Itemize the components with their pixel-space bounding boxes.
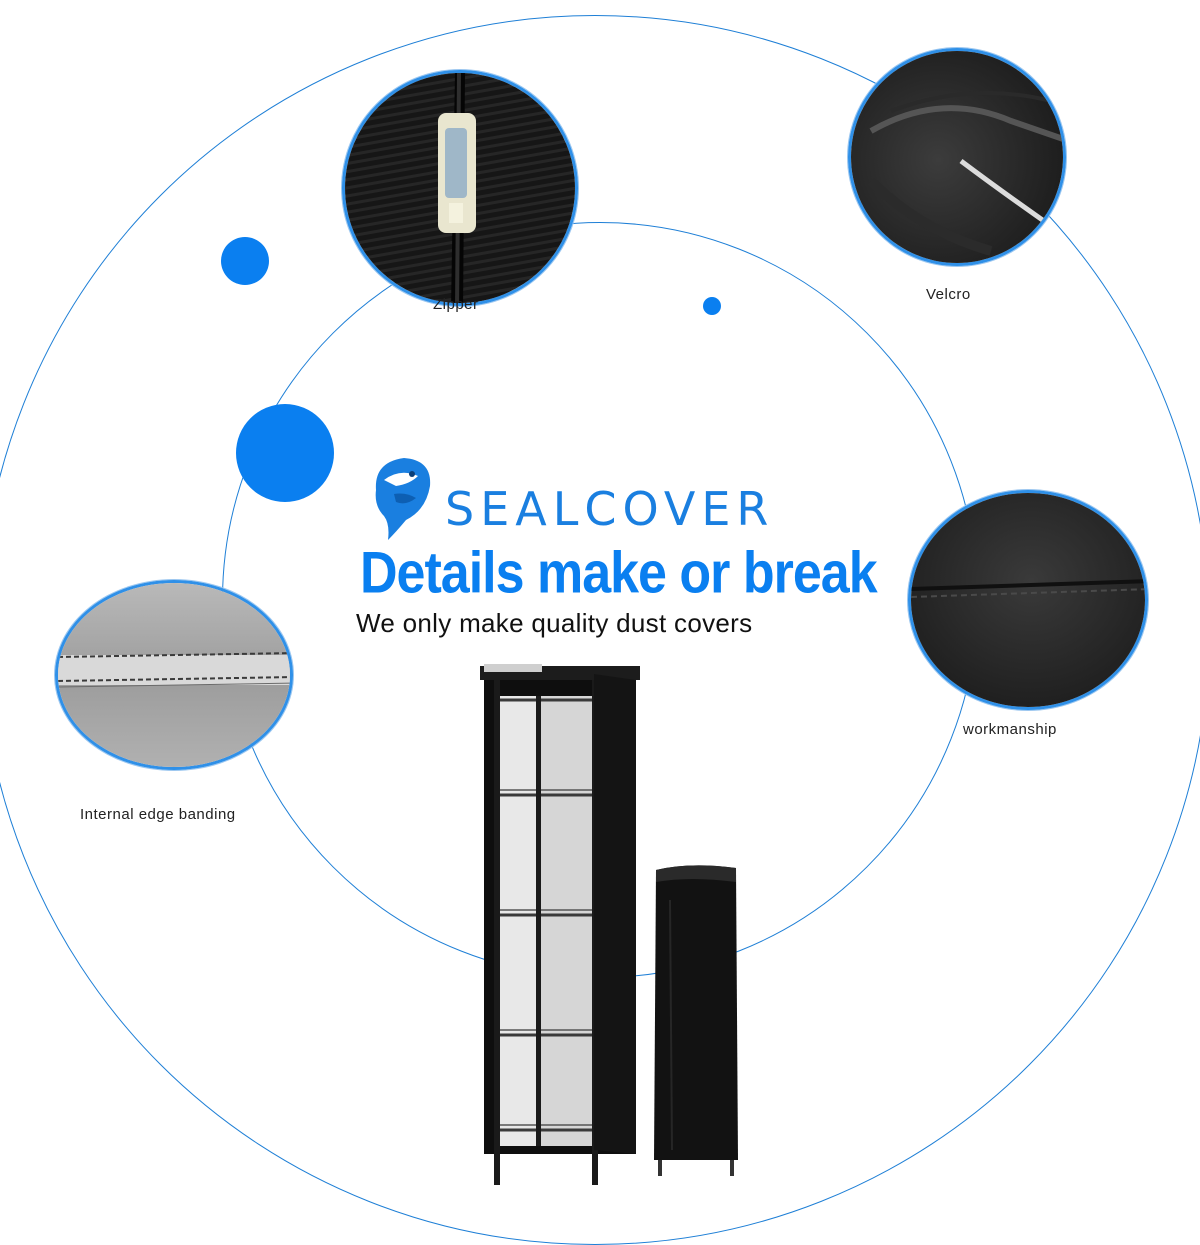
zipper-label: Zipper [433, 296, 479, 313]
medium-blue-dot [221, 237, 269, 285]
folded-dust-cover [650, 860, 742, 1178]
edge-banding-label: Internal edge banding [80, 806, 236, 823]
workmanship-label: workmanship [963, 721, 1057, 738]
zipper-detail-photo [342, 70, 578, 306]
velcro-label: Velcro [926, 286, 971, 303]
small-blue-dot [703, 297, 721, 315]
seal-logo-icon [366, 450, 438, 542]
large-blue-dot [236, 404, 334, 502]
covered-shelf-rack [480, 660, 640, 1185]
stitching-detail-photo [908, 490, 1148, 710]
velcro-detail-photo [848, 48, 1066, 266]
headline: Details make or break [360, 541, 878, 607]
tagline: We only make quality dust covers [356, 608, 753, 638]
edge-banding-detail-photo [55, 580, 293, 770]
brand-name: SEALCOVER [445, 482, 775, 536]
